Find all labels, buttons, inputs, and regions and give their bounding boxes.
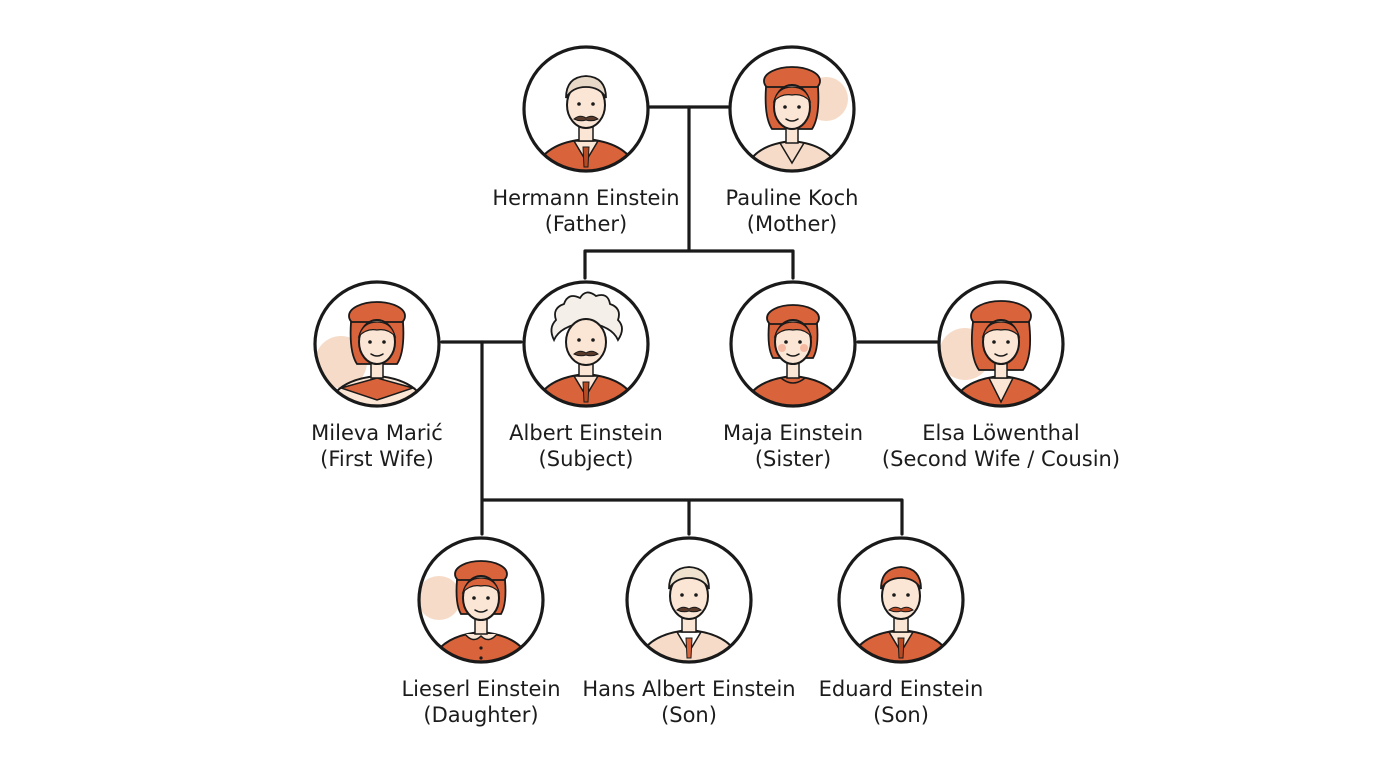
person-elsa-lowenthal: Elsa Löwenthal (Second Wife / Cousin) xyxy=(871,278,1131,472)
person-mileva-maric: Mileva Marić (First Wife) xyxy=(247,278,507,472)
person-name: Lieserl Einstein xyxy=(401,677,561,701)
person-name: Albert Einstein xyxy=(509,421,663,445)
man-wild-hair-portrait-icon xyxy=(522,280,650,408)
person-hans-albert-einstein: Hans Albert Einstein (Son) xyxy=(559,534,819,728)
person-pauline-koch: Pauline Koch (Mother) xyxy=(662,43,922,237)
descent-line-parents-to-children xyxy=(583,105,795,280)
person-role: (Father) xyxy=(544,212,628,236)
person-name: Pauline Koch xyxy=(725,186,859,210)
person-name: Elsa Löwenthal xyxy=(922,421,1080,445)
person-hermann-einstein: Hermann Einstein (Father) xyxy=(456,43,716,237)
woman-portrait-icon xyxy=(937,280,1065,408)
woman-portrait-icon xyxy=(729,280,857,408)
person-name: Hans Albert Einstein xyxy=(582,677,796,701)
person-name: Mileva Marić xyxy=(311,421,443,445)
person-role: (Mother) xyxy=(746,212,838,236)
person-role: (Son) xyxy=(873,703,929,727)
woman-portrait-icon xyxy=(728,45,856,173)
man-mustache-portrait-icon xyxy=(625,536,753,664)
person-role: (Sister) xyxy=(754,447,832,471)
person-role: (Second Wife / Cousin) xyxy=(881,447,1121,471)
person-name: Maja Einstein xyxy=(722,421,864,445)
person-name: Hermann Einstein xyxy=(492,186,680,210)
person-role: (Daughter) xyxy=(423,703,539,727)
person-role: (Son) xyxy=(661,703,717,727)
person-role: (Subject) xyxy=(538,447,634,471)
person-maja-einstein: Maja Einstein (Sister) xyxy=(663,278,923,472)
person-role: (First Wife) xyxy=(320,447,434,471)
man-mustache-portrait-icon xyxy=(522,45,650,173)
girl-portrait-icon xyxy=(417,536,545,664)
woman-portrait-icon xyxy=(313,280,441,408)
person-albert-einstein: Albert Einstein (Subject) xyxy=(456,278,716,472)
person-name: Eduard Einstein xyxy=(818,677,984,701)
person-eduard-einstein: Eduard Einstein (Son) xyxy=(771,534,1031,728)
man-mustache-portrait-icon xyxy=(837,536,965,664)
person-lieserl-einstein: Lieserl Einstein (Daughter) xyxy=(351,534,611,728)
descent-line-albert-to-children xyxy=(480,340,904,536)
